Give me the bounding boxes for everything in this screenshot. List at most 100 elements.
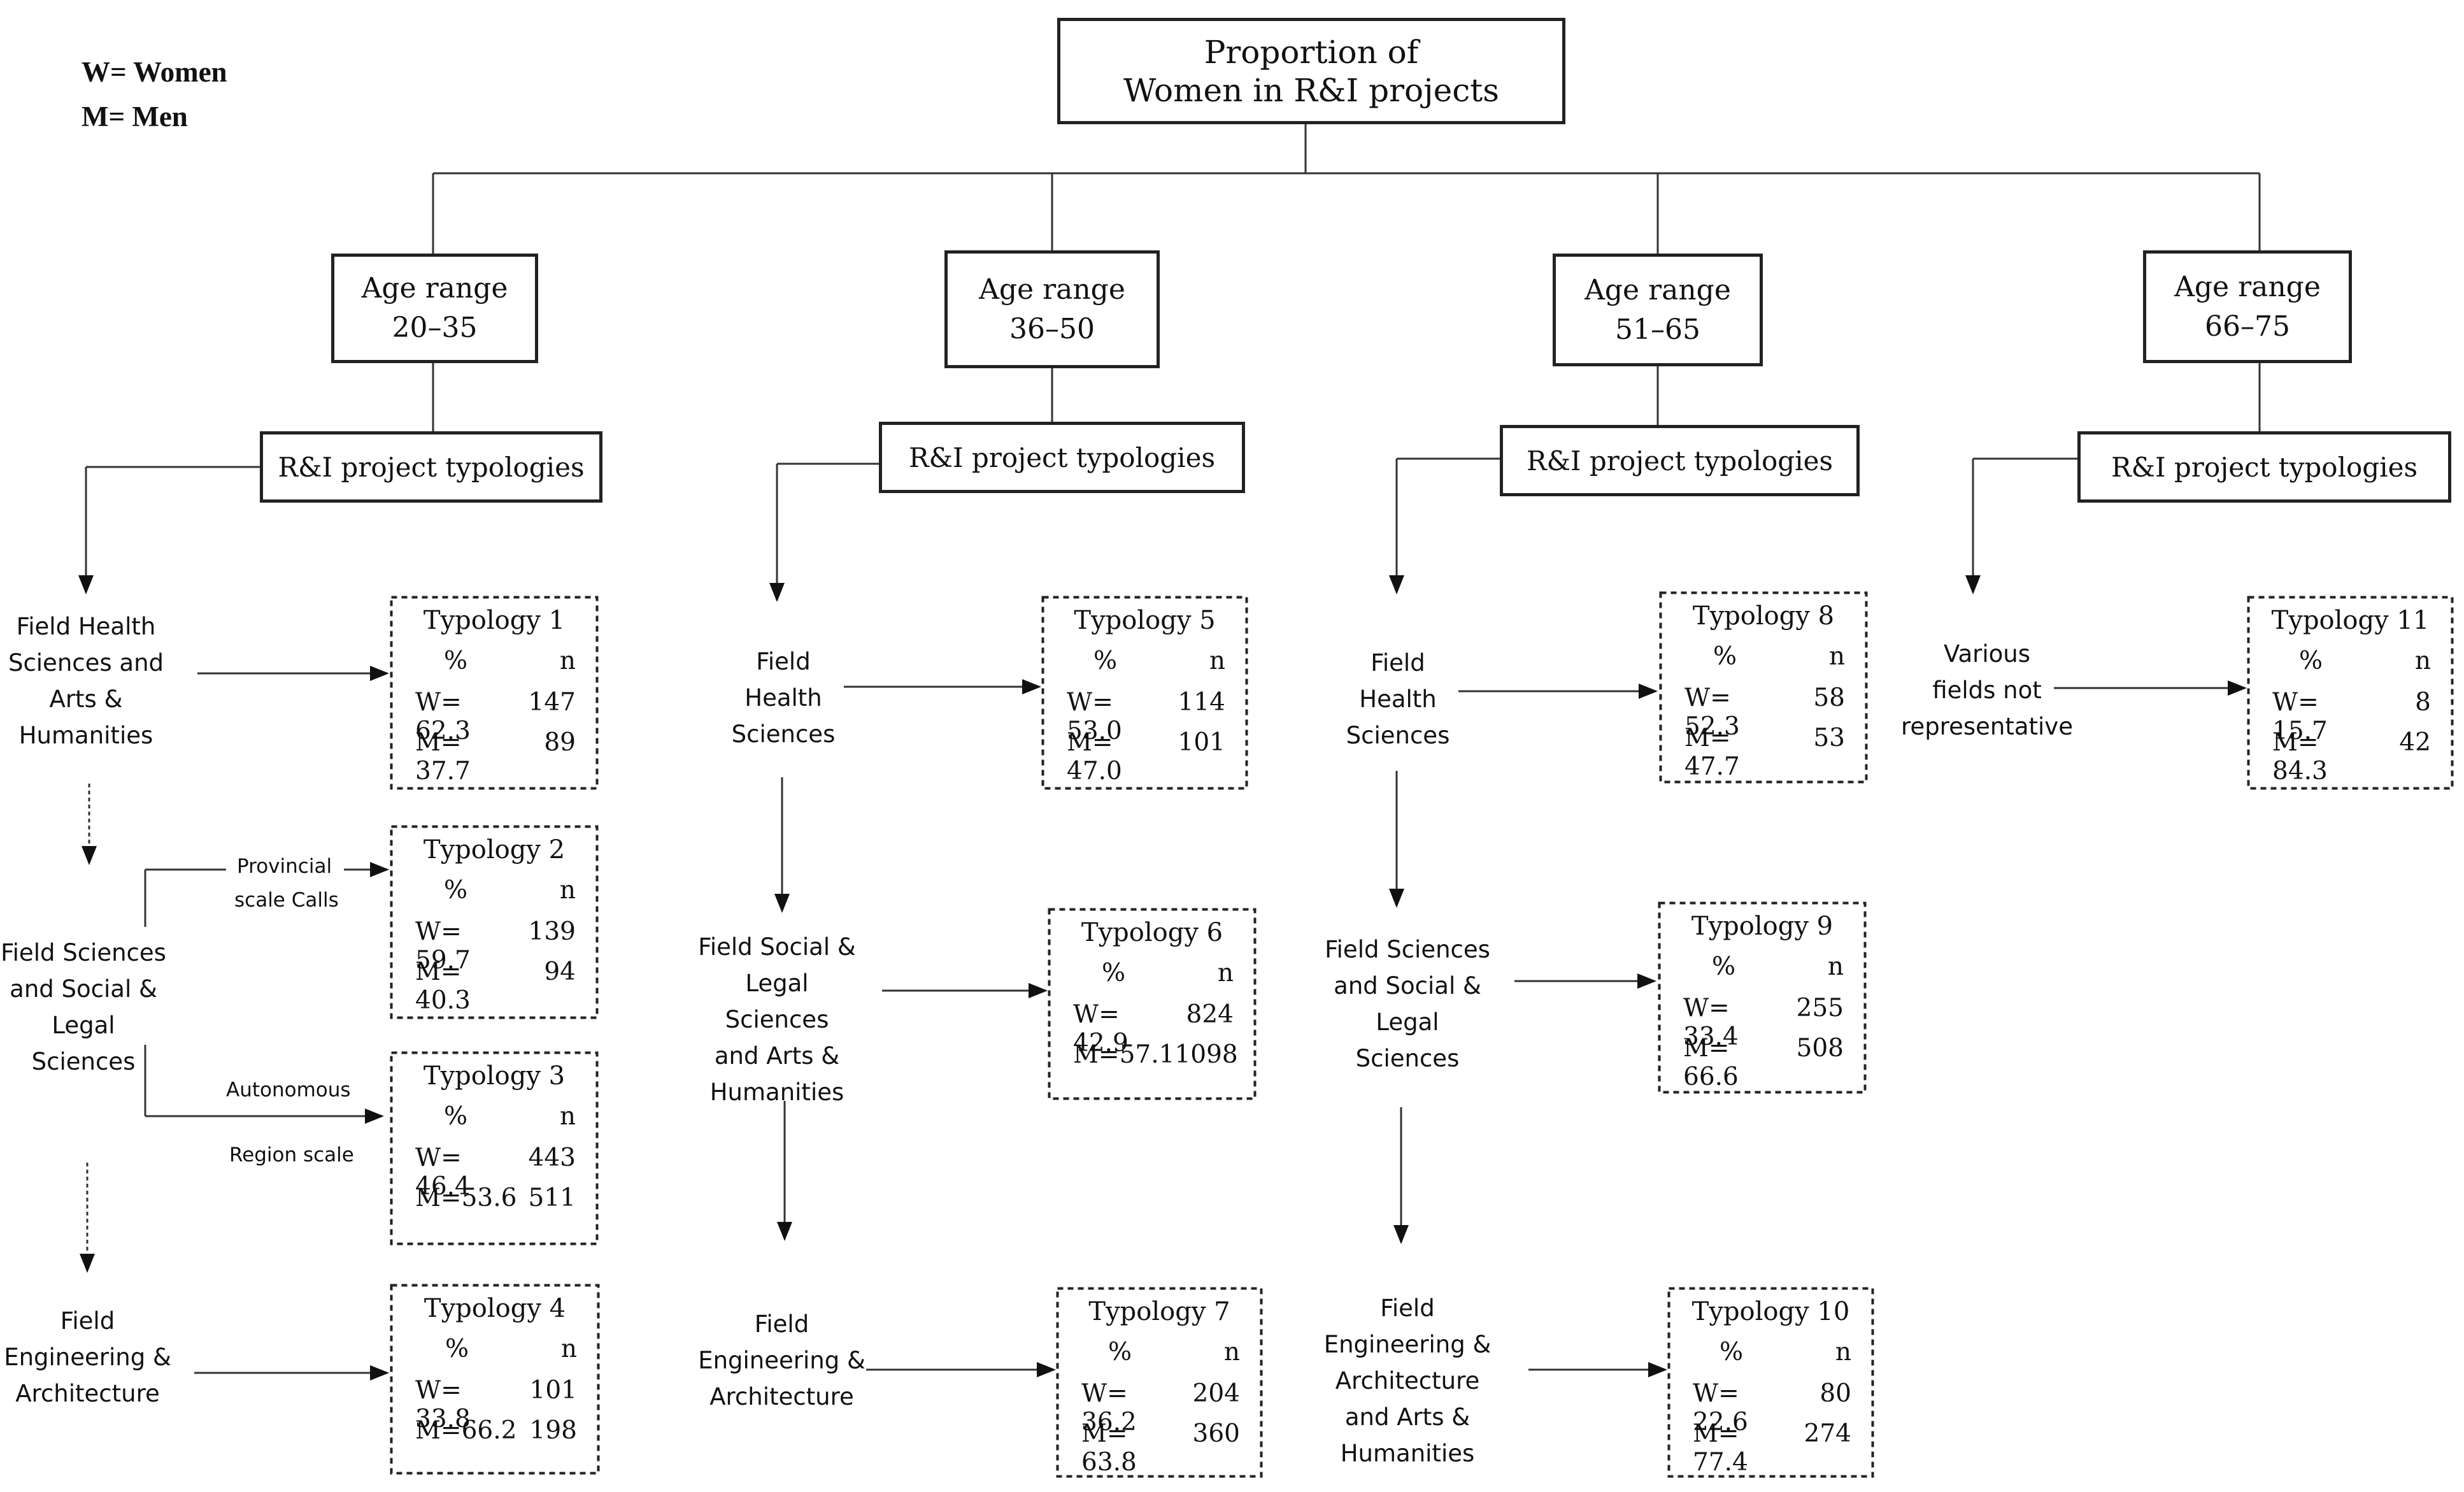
typology-percent-cell: M= 37.7 (415, 728, 471, 785)
field-line: Legal Sciences (1355, 1008, 1460, 1072)
typology-dashed-border (1667, 1287, 1874, 1478)
field-line: Field (756, 648, 811, 675)
typology-count-cell: 255 (1796, 994, 1844, 1022)
field-line: Field Social & (698, 933, 856, 961)
age-range-box: Age range 20–35 (331, 254, 538, 363)
legend-women: W= Women (82, 56, 227, 88)
typology-percent-cell: % (1093, 647, 1117, 675)
field-line: Sciences (731, 721, 836, 748)
typology-count-cell: n (559, 1102, 576, 1131)
field-line: Sciences and (8, 649, 164, 677)
age-range-box: Age range 36–50 (944, 250, 1160, 368)
typology-count-cell: 511 (528, 1184, 576, 1212)
field-label: Field Sciences and Social & Legal Scienc… (1321, 931, 1493, 1077)
typology-count-cell: n (559, 647, 576, 675)
typology-dashed-border (2247, 596, 2454, 790)
field-line: Health (744, 684, 822, 712)
field-line: Humanities (709, 1079, 844, 1106)
field-label: Field Engineering & Architecture and Art… (1321, 1290, 1493, 1472)
typology-percent-cell: % (1719, 1338, 1743, 1366)
typology-percent-cell: % (1107, 1338, 1132, 1366)
typology-count-cell: 360 (1192, 1419, 1240, 1448)
typology-count-cell: 114 (1178, 688, 1225, 717)
typology-title: Typology 4 (424, 1294, 566, 1323)
typology-percent-cell: M=57.1 (1073, 1040, 1175, 1069)
typology-title: Typology 2 (423, 835, 566, 864)
typology-percent-cell: % (443, 876, 467, 905)
rni-typologies-box: R&I project typologies (2077, 431, 2451, 503)
field-line: representative (1901, 713, 2073, 740)
typology-count-cell: 89 (544, 728, 576, 757)
field-line: Field (1371, 649, 1425, 677)
typology-percent-cell: % (2298, 647, 2323, 675)
field-line: and Arts & (1344, 1403, 1471, 1431)
rni-typologies-label: R&I project typologies (2111, 451, 2418, 483)
typology-count-cell: 274 (1804, 1419, 1851, 1448)
rni-typologies-box: R&I project typologies (1500, 425, 1860, 496)
typology-percent-cell: W= 62.3 (415, 688, 471, 745)
typology-count-cell: 508 (1796, 1034, 1844, 1063)
typology-percent-cell: W= 53.0 (1067, 688, 1122, 745)
field-line: Field (754, 1310, 809, 1338)
field-line: Engineering & (1323, 1331, 1492, 1358)
typology-count-cell: 147 (528, 688, 576, 717)
typology-dashed-border (390, 596, 599, 790)
typology-title: Typology 11 (2271, 606, 2430, 635)
typology-count-cell: 53 (1813, 724, 1845, 752)
typology-title: Typology 3 (423, 1061, 566, 1091)
typology-count-cell: n (1835, 1338, 1851, 1366)
typology-percent-cell: M= 40.3 (415, 958, 471, 1015)
typology-dashed-border (390, 825, 599, 1019)
typology-count-cell: 8 (2415, 688, 2431, 717)
typology-percent-cell: W= 33.8 (415, 1376, 471, 1433)
call-scale-label: scale Calls (234, 889, 339, 912)
typology-title: Typology 8 (1692, 601, 1835, 631)
typology-percent-cell: % (445, 1335, 469, 1363)
age-range-label: Age range (1585, 273, 1731, 306)
typology-header-row: %n (415, 1335, 577, 1363)
age-range-box: Age range 66–75 (2143, 250, 2352, 363)
call-scale-label: Autonomous (226, 1079, 351, 1101)
typology-dashed-border (1041, 596, 1248, 790)
typology-count-cell: 198 (529, 1416, 577, 1445)
age-range-value: 66–75 (2205, 310, 2290, 343)
typology-count-cell: n (1217, 959, 1234, 987)
typology-percent-cell: W= 52.3 (1684, 684, 1740, 741)
typology-women-row: W= 53.0 114 (1067, 688, 1225, 745)
typology-count-cell: 204 (1192, 1379, 1240, 1408)
field-line: Field (1380, 1295, 1435, 1322)
root-box: Proportion of Women in R&I projects (1057, 18, 1565, 124)
field-line: Field (60, 1307, 115, 1335)
legend-men: M= Men (82, 101, 188, 133)
typology-count-cell: 101 (529, 1376, 577, 1405)
typology-women-row: W= 62.3 147 (415, 688, 576, 745)
field-line: Sciences (1346, 722, 1450, 749)
typology-count-cell: n (559, 876, 576, 905)
field-line: Field Health (16, 613, 156, 640)
typology-women-row: W= 33.8 101 (415, 1376, 577, 1433)
typology-percent-cell: W= 22.6 (1693, 1379, 1748, 1437)
typology-header-row: %n (1073, 959, 1234, 987)
age-range-label: Age range (2174, 270, 2321, 303)
typology-percent-cell: M=66.2 (415, 1416, 517, 1445)
typology-percent-cell: W= 59.7 (415, 917, 471, 975)
root-title-line2: Women in R&I projects (1123, 71, 1499, 109)
